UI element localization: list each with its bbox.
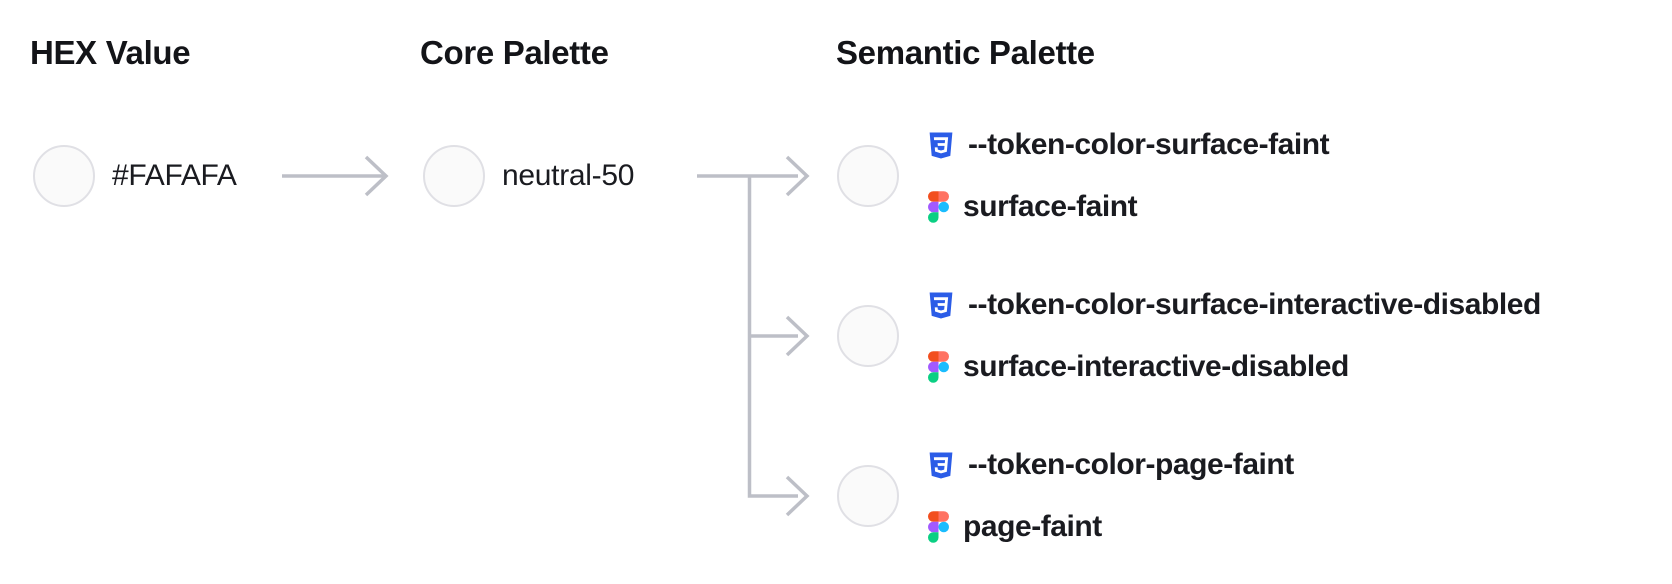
figma-logo-icon: [928, 191, 949, 223]
css-token-name: --token-color-surface-interactive-disabl…: [968, 288, 1541, 321]
column-title-semantic: Semantic Palette: [836, 34, 1095, 71]
css3-shield-icon: [928, 131, 954, 160]
core-palette-label: neutral-50: [502, 159, 635, 192]
figma-token-name: surface-interactive-disabled: [963, 350, 1349, 383]
column-title-core: Core Palette: [420, 34, 609, 71]
css-token-name: --token-color-page-faint: [968, 448, 1294, 481]
semantic-node: --token-color-surface-interactive-disabl…: [928, 274, 1672, 398]
figma-logo-icon: [928, 511, 949, 543]
arrowhead-semantic-3: [785, 475, 810, 517]
semantic-swatch: [837, 145, 899, 207]
semantic-swatch: [837, 465, 899, 527]
arrowhead-hex-to-core: [364, 155, 389, 197]
figma-logo-icon: [928, 351, 949, 383]
figma-token-line: page-faint: [928, 496, 1672, 558]
figma-token-line: surface-faint: [928, 176, 1672, 238]
css-token-line: --token-color-page-faint: [928, 434, 1672, 496]
hex-value-label: #FAFAFA: [112, 159, 237, 192]
figma-token-name: page-faint: [963, 510, 1102, 543]
css3-shield-icon: [928, 451, 954, 480]
hex-swatch: [33, 145, 95, 207]
figma-token-line: surface-interactive-disabled: [928, 336, 1672, 398]
semantic-swatch: [837, 305, 899, 367]
core-swatch: [423, 145, 485, 207]
arrowhead-semantic-2: [785, 315, 810, 357]
column-title-hex: HEX Value: [30, 34, 191, 71]
semantic-node: --token-color-page-faint page-faint: [928, 434, 1672, 558]
figma-token-name: surface-faint: [963, 190, 1138, 223]
arrowhead-semantic-1: [785, 155, 810, 197]
css-token-line: --token-color-surface-faint: [928, 114, 1672, 176]
css-token-name: --token-color-surface-faint: [968, 128, 1330, 161]
branch-trunk-line: [747, 176, 798, 498]
css-token-line: --token-color-surface-interactive-disabl…: [928, 274, 1672, 336]
css3-shield-icon: [928, 291, 954, 320]
semantic-node: --token-color-surface-faint surface-fain…: [928, 114, 1672, 238]
